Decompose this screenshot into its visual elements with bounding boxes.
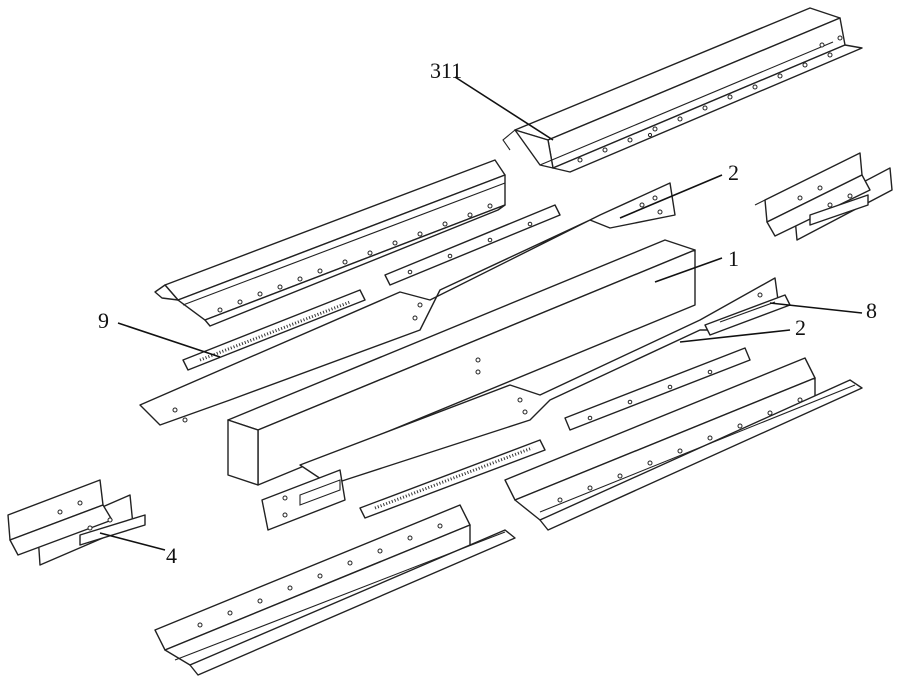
bracket-upper-right xyxy=(755,153,892,240)
label-1: 1 xyxy=(728,246,739,271)
label-4: 4 xyxy=(166,543,177,568)
label-2-upper: 2 xyxy=(728,160,739,185)
channel-upper-left xyxy=(155,160,505,326)
label-311: 311 xyxy=(430,58,462,83)
leader-9 xyxy=(118,323,220,357)
leader-4 xyxy=(100,533,165,550)
label-9: 9 xyxy=(98,308,109,333)
leader-311 xyxy=(455,77,553,140)
channel-311 xyxy=(503,8,862,172)
label-8: 8 xyxy=(866,298,877,323)
channel-bottom xyxy=(155,505,515,675)
label-2-lower: 2 xyxy=(795,315,806,340)
bracket-lower-left xyxy=(8,480,145,565)
end-plate-lower-left xyxy=(262,470,345,530)
